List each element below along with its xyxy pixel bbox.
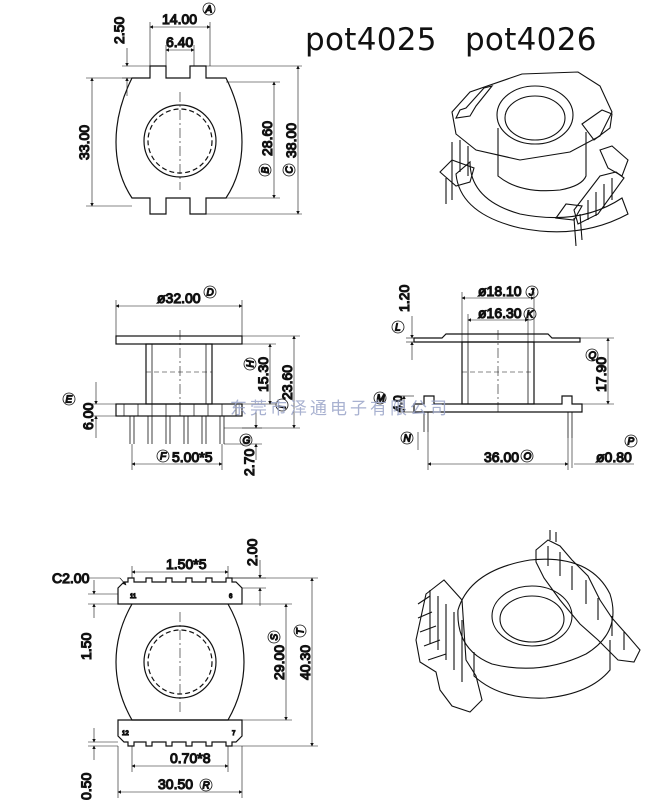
dim-top-14: 14.00 [162,11,197,27]
tag-k: K [527,310,535,321]
dim-front-d32: ø32.00 [157,290,201,306]
pot-bobbin-3d-view-top-icon [439,71,629,247]
tag-i: I [278,406,289,409]
tag-l: L [395,323,401,334]
tag-s: S [270,634,281,641]
dim-top-640: 6.40 [166,34,193,50]
title-pot4025: pot4025 [305,22,437,58]
dim-top-2860: 28.60 [259,121,275,156]
dim-front-1530: 15.30 [255,357,271,392]
bottom-view: 11 6 12 7 C2.00 1.50*5 2.00 1.50 29.00 [51,538,318,801]
dim-front-2360: 23.60 [279,365,295,400]
tag-a: A [205,5,213,16]
side-view: ø18.10 J ø16.30 K 1.20 L 17.90 Q 4.0 M [373,282,638,470]
dim-front-270: 2.70 [241,449,257,476]
dim-side-d080: ø0.80 [596,449,632,465]
tag-b: B [261,167,272,174]
company-watermark: 东莞市泽通电子有限公司 [230,399,450,419]
dim-bottom-150: 1.50 [78,633,94,660]
dim-side-d1810: ø18.10 [478,283,522,299]
tag-f: F [160,452,167,463]
bottom-view-top-rail [117,577,243,605]
tag-j: J [528,288,535,299]
dim-side-1790: 17.90 [593,357,609,392]
dim-bottom-p070: 0.70*8 [170,750,211,766]
dim-bottom-4030: 40.30 [297,645,313,680]
tag-p: P [628,437,635,448]
side-view-top-flange [413,333,581,343]
part-title: pot4025 pot4026 [305,22,597,58]
tag-r: R [203,781,210,792]
tag-h: H [246,360,257,368]
dim-bottom-200: 2.00 [244,539,260,566]
dim-bottom-c200: C2.00 [52,570,90,586]
side-view-pins [423,412,573,438]
tag-q: Q [589,351,597,362]
dim-bottom-p150: 1.50*5 [166,556,207,572]
dim-front-600: 6.00 [80,403,96,430]
pin-label-11: 11 [130,594,137,600]
dim-side-120: 1.20 [396,285,412,312]
pin-label-7: 7 [232,731,236,737]
tag-c: C [285,166,296,174]
front-view-core [145,343,213,405]
pin-label-12: 12 [122,731,129,737]
dim-bottom-3050: 30.50 [158,776,193,792]
tag-n: N [404,434,412,445]
dim-top-250: 2.50 [111,17,127,44]
tag-m: M [377,394,386,405]
top-view: 14.00 A 6.40 2.50 33.00 28.60 B 38.00 C [75,2,302,215]
front-view-base [115,403,243,417]
tag-e: E [66,395,73,406]
dim-side-d1630: ø16.30 [478,305,522,321]
tag-o: O [524,452,532,463]
tag-d: D [207,288,214,299]
dim-top-33: 33.00 [76,125,92,160]
front-view: ø32.00 D 6.00 E 15.30 H 23.60 I 5.00*5 F [62,285,300,477]
tag-g: G [243,436,251,447]
top-view-outline [115,65,243,215]
front-view-top-flange [115,335,243,345]
pot-bobbin-3d-view-bottom-icon [415,530,641,713]
tag-t: T [296,628,307,635]
dim-bottom-050: 0.50 [78,773,94,800]
front-view-pins [129,416,225,444]
dim-bottom-29: 29.00 [271,645,287,680]
dim-side-36: 36.00 [484,449,519,465]
dim-front-pitch: 5.00*5 [172,449,213,465]
title-pot4026: pot4026 [464,22,597,58]
pin-label-6: 6 [229,594,233,600]
dim-side-40: 4.0 [391,395,405,412]
dim-top-38: 38.00 [283,123,299,158]
bottom-view-bottom-rail [117,719,243,747]
side-view-base [413,395,583,413]
